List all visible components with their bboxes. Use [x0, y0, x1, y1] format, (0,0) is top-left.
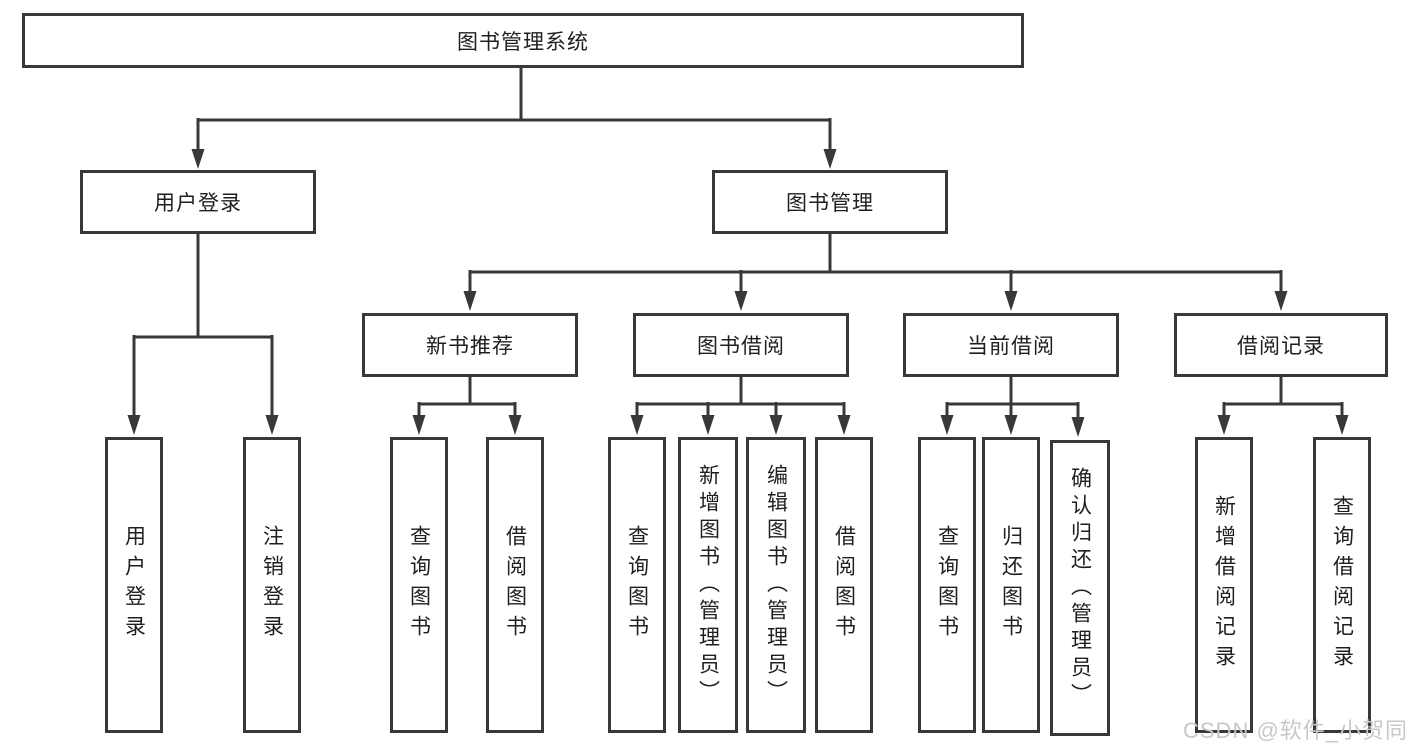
node-new-book-recommend: 新书推荐	[362, 313, 578, 377]
leaf-user-login: 用户登录	[105, 437, 163, 733]
leaf-borrow-books-1-label: 借阅图书	[503, 525, 527, 645]
leaf-borrow-books-2-label: 借阅图书	[832, 525, 856, 645]
node-user-login: 用户登录	[80, 170, 316, 234]
leaf-logout: 注销登录	[243, 437, 301, 733]
leaf-query-books-2-label: 查询图书	[625, 525, 649, 645]
leaf-add-borrow-record: 新增借阅记录	[1195, 437, 1253, 733]
node-borrowing-records-label: 借阅记录	[1237, 335, 1325, 358]
leaf-query-books-1-label: 查询图书	[407, 525, 431, 645]
leaf-query-books-3-label: 查询图书	[935, 525, 959, 645]
node-root-label: 图书管理系统	[457, 30, 589, 54]
node-book-borrowing-label: 图书借阅	[697, 335, 785, 358]
leaf-borrow-books-1: 借阅图书	[486, 437, 544, 733]
node-root: 图书管理系统	[22, 13, 1024, 68]
node-current-borrowing: 当前借阅	[903, 313, 1119, 377]
leaf-borrow-books-2: 借阅图书	[815, 437, 873, 733]
leaf-add-books-admin: 新增图书（管理员）	[678, 437, 738, 733]
leaf-return-books-label: 归还图书	[999, 525, 1023, 645]
node-book-borrowing: 图书借阅	[633, 313, 849, 377]
node-book-management-label: 图书管理	[786, 192, 874, 215]
csdn-watermark: CSDN @软件_小贺同学	[1183, 718, 1405, 743]
leaf-edit-books-admin: 编辑图书（管理员）	[746, 437, 806, 733]
leaf-user-login-label: 用户登录	[122, 525, 146, 645]
leaf-add-borrow-record-label: 新增借阅记录	[1212, 495, 1236, 675]
leaf-query-books-3: 查询图书	[918, 437, 976, 733]
leaf-query-borrow-record-label: 查询借阅记录	[1330, 495, 1354, 675]
leaf-query-borrow-record: 查询借阅记录	[1313, 437, 1371, 733]
leaf-return-books: 归还图书	[982, 437, 1040, 733]
leaf-add-books-admin-label: 新增图书（管理员）	[696, 463, 720, 707]
node-current-borrowing-label: 当前借阅	[967, 335, 1055, 358]
node-user-login-label: 用户登录	[154, 192, 242, 215]
leaf-query-books-1: 查询图书	[390, 437, 448, 733]
node-borrowing-records: 借阅记录	[1174, 313, 1388, 377]
leaf-query-books-2: 查询图书	[608, 437, 666, 733]
leaf-logout-label: 注销登录	[260, 525, 284, 645]
leaf-edit-books-admin-label: 编辑图书（管理员）	[764, 463, 788, 707]
leaf-confirm-return-admin: 确认归还（管理员）	[1050, 440, 1110, 736]
node-new-book-recommend-label: 新书推荐	[426, 335, 514, 358]
leaf-confirm-return-admin-label: 确认归还（管理员）	[1068, 466, 1092, 710]
node-book-management: 图书管理	[712, 170, 948, 234]
